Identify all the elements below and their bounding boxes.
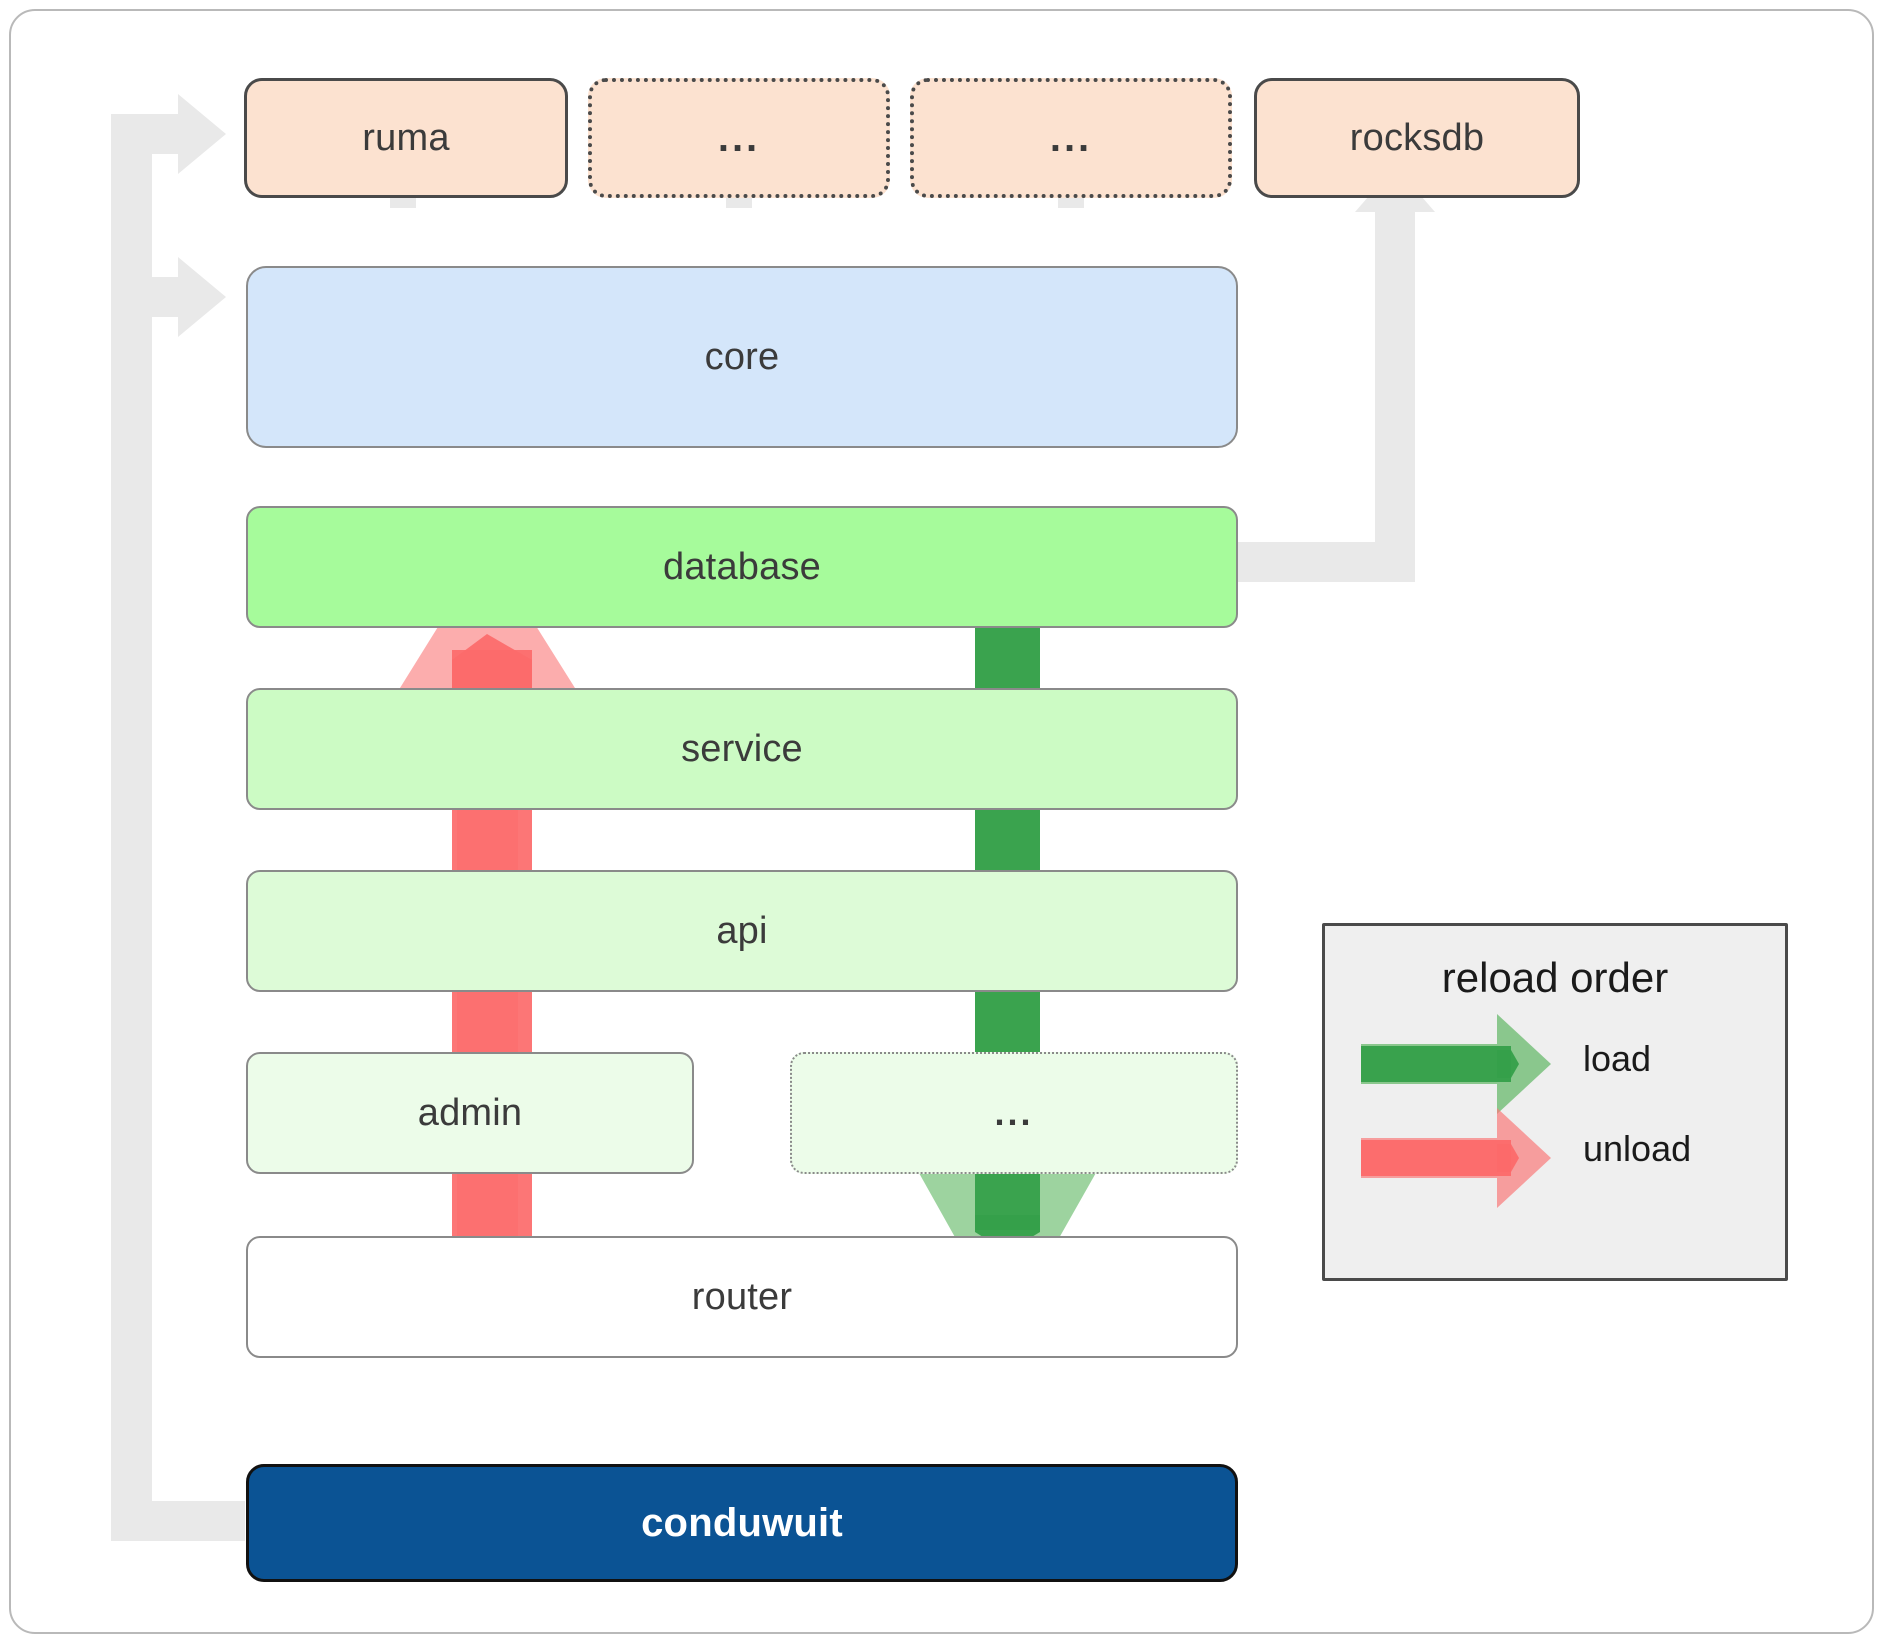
legend-load-label: load — [1583, 1038, 1652, 1079]
diagram-frame — [9, 9, 1874, 1634]
layer-admin-label: admin — [417, 1091, 523, 1134]
legend-title: reload order — [1441, 954, 1669, 1001]
layer-service-label: service — [681, 727, 803, 770]
legend-load-arrow-icon — [1361, 1014, 1551, 1114]
layer-database-label: database — [663, 545, 821, 588]
binary-conduwuit[interactable]: conduwuit — [246, 1464, 1238, 1582]
layer-api[interactable]: api — [246, 870, 1238, 992]
binary-conduwuit-label: conduwuit — [641, 1500, 843, 1545]
dependency-ruma[interactable]: ruma — [244, 78, 568, 198]
legend-unload-label: unload — [1583, 1128, 1692, 1169]
layer-admin[interactable]: admin — [246, 1052, 694, 1174]
layer-placeholder-more-label: ... — [994, 1092, 1034, 1133]
legend-panel: reload order load unload — [1322, 923, 1788, 1281]
dependency-placeholder-1-label: ... — [717, 115, 761, 160]
layer-core[interactable]: core — [246, 266, 1238, 448]
layer-placeholder-more[interactable]: ... — [790, 1052, 1238, 1174]
layer-database[interactable]: database — [246, 506, 1238, 628]
dependency-rocksdb[interactable]: rocksdb — [1254, 78, 1580, 198]
dependency-placeholder-1[interactable]: ... — [588, 78, 890, 198]
layer-router[interactable]: router — [246, 1236, 1238, 1358]
dependency-rocksdb-label: rocksdb — [1349, 116, 1485, 159]
layer-core-label: core — [704, 335, 780, 378]
layer-service[interactable]: service — [246, 688, 1238, 810]
dependency-ruma-label: ruma — [362, 116, 450, 159]
legend-unload-arrow-icon — [1361, 1108, 1551, 1208]
legend-arrows — [1361, 1014, 1551, 1208]
layer-api-label: api — [716, 909, 768, 952]
dependency-placeholder-2-label: ... — [1049, 115, 1093, 160]
layer-router-label: router — [691, 1275, 793, 1318]
dependency-placeholder-2[interactable]: ... — [910, 78, 1232, 198]
